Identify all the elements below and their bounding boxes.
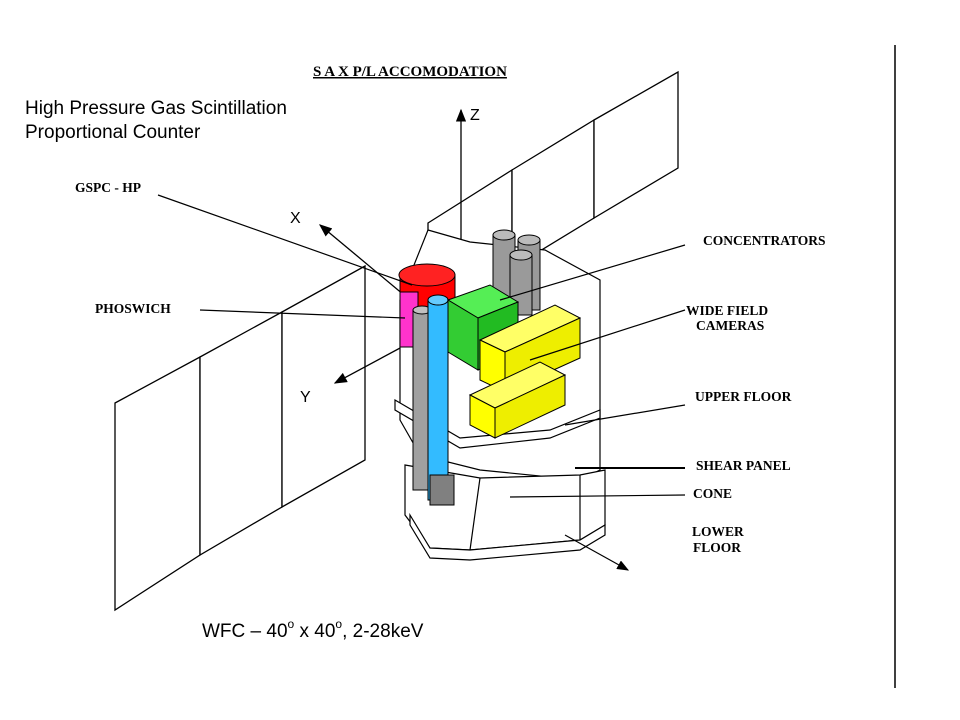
label-wide-field: WIDE FIELD xyxy=(686,303,768,318)
label-cameras: CAMERAS xyxy=(696,318,764,333)
y-axis-label: Y xyxy=(300,389,311,406)
wide-field-cameras xyxy=(468,304,582,439)
label-floor: FLOOR xyxy=(693,540,741,555)
wfc-caption-suffix: , 2-28keV xyxy=(342,621,424,642)
wfc-caption-mid: x 40 xyxy=(294,621,336,642)
label-lower: LOWER xyxy=(692,524,744,539)
label-gspc-hp: GSPC - HP xyxy=(75,180,141,195)
x-axis xyxy=(319,224,411,301)
wfc-caption-degree-2: o xyxy=(335,617,343,631)
label-phoswich: PHOSWICH xyxy=(95,301,171,316)
label-concentrators: CONCENTRATORS xyxy=(703,233,826,248)
x-axis-label: X xyxy=(290,210,301,227)
label-shear-panel: SHEAR PANEL xyxy=(696,458,791,473)
diagram-title: S A X P/L ACCOMODATION xyxy=(313,64,507,80)
hpgspc-caption-line2: Proportional Counter xyxy=(25,122,201,143)
wfc-caption: WFC – 40o x 40o, 2-28keV xyxy=(202,612,423,644)
hpgspc-caption-line1: High Pressure Gas Scintillation xyxy=(25,98,287,119)
wfc-caption-prefix: WFC – 40 xyxy=(202,621,288,642)
blue-tube xyxy=(427,294,455,506)
leader-lines xyxy=(157,194,686,571)
label-upper-floor: UPPER FLOOR xyxy=(695,389,792,404)
hpgspc-caption: High Pressure Gas Scintillation Proporti… xyxy=(25,97,287,145)
z-axis-label: Z xyxy=(470,107,480,124)
solar-panel-left xyxy=(114,264,366,612)
label-cone: CONE xyxy=(693,486,732,501)
wfc-caption-degree-1: o xyxy=(287,617,295,631)
